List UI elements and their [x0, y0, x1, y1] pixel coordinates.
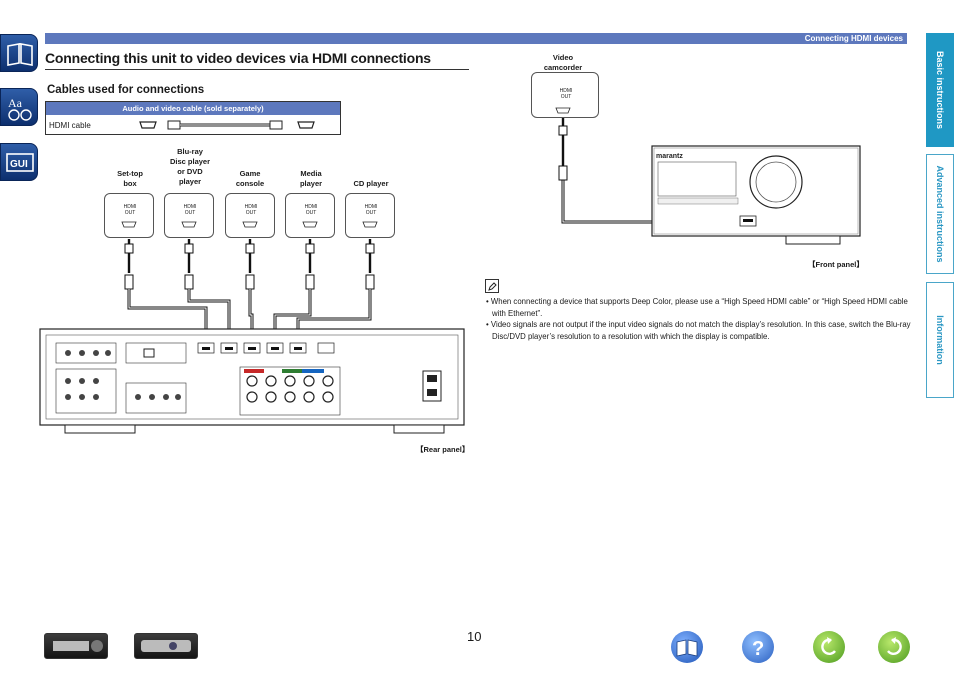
forward-icon — [887, 637, 902, 655]
tab-basic-instructions[interactable]: Basic instructions — [926, 33, 954, 147]
help-button[interactable]: ? — [742, 631, 774, 663]
section-header-bar: Connecting HDMI devices — [45, 33, 907, 44]
device-label-bluray: Blu-ray Disc player or DVD player — [169, 147, 211, 186]
hdmi-out-label: HDMI OUT — [559, 88, 573, 100]
hdmi-out-label: HDMI OUT — [304, 204, 318, 216]
tab-label: Information — [935, 315, 945, 365]
book-icon — [676, 639, 698, 657]
hdmi-out-label: HDMI OUT — [183, 204, 197, 216]
svg-text:?: ? — [752, 638, 764, 660]
hdmi-cable-icon — [139, 120, 315, 130]
section-subtitle: Cables used for connections — [47, 84, 205, 96]
back-button[interactable] — [813, 631, 845, 663]
front-panel-diagram: marantz — [555, 107, 861, 245]
device-box-set-top-box: HDMI OUT — [104, 193, 154, 238]
title-rule — [45, 69, 469, 70]
rear-panel-diagram — [39, 221, 465, 434]
device-label-game-console: Game console — [235, 169, 265, 188]
cable-table: Audio and video cable (sold separately) … — [45, 101, 341, 135]
note-item: • When connecting a device that supports… — [486, 297, 908, 318]
front-brand: marantz — [656, 153, 683, 160]
gui-nav-button[interactable]: GUI — [0, 143, 38, 181]
contents-book-button[interactable] — [671, 631, 703, 663]
contents-nav-button[interactable] — [0, 34, 38, 72]
cable-table-header: Audio and video cable (sold separately) — [46, 102, 340, 115]
index-nav-button[interactable]: Aa — [0, 88, 38, 126]
rear-panel-caption: 【Rear panel】 — [416, 445, 470, 454]
forward-button[interactable] — [878, 631, 910, 663]
remote-thumb-button[interactable] — [134, 633, 198, 659]
page-title: Connecting this unit to video devices vi… — [45, 50, 431, 66]
index-aa-icon: Aa — [8, 96, 32, 121]
hdmi-out-label: HDMI OUT — [244, 204, 258, 216]
section-title: Connecting HDMI devices — [804, 34, 903, 43]
help-icon: ? — [752, 638, 764, 660]
note-pencil-icon — [485, 279, 499, 293]
device-box-bluray: HDMI OUT — [164, 193, 214, 238]
note-item: • Video signals are not output if the in… — [486, 320, 911, 341]
device-label-set-top-box: Set-top box — [117, 169, 143, 188]
front-panel-caption: 【Front panel】 — [808, 260, 864, 269]
page-number: 10 — [467, 629, 482, 644]
svg-text:Aa: Aa — [8, 96, 23, 110]
tab-information[interactable]: Information — [926, 282, 954, 398]
hdmi-out-label: HDMI OUT — [364, 204, 378, 216]
hdmi-out-label: HDMI OUT — [123, 204, 137, 216]
device-box-game-console: HDMI OUT — [225, 193, 275, 238]
gui-icon: GUI — [6, 153, 34, 172]
device-label-cd-player: CD player — [353, 179, 389, 188]
tab-label: Basic instructions — [935, 50, 945, 130]
svg-text:GUI: GUI — [10, 159, 28, 170]
device-label-camcorder: Video camcorder — [543, 53, 583, 72]
tab-advanced-instructions[interactable]: Advanced instructions — [926, 154, 954, 274]
tab-label: Advanced instructions — [935, 165, 945, 263]
device-box-cd-player: HDMI OUT — [345, 193, 395, 238]
back-icon — [821, 637, 836, 655]
device-box-media-player: HDMI OUT — [285, 193, 335, 238]
notes-list: • When connecting a device that supports… — [486, 296, 912, 342]
book-icon — [7, 43, 33, 66]
front-panel-thumb-button[interactable] — [44, 633, 108, 659]
device-label-media-player: Media player — [299, 169, 323, 188]
cable-row-label: HDMI cable — [49, 121, 91, 130]
